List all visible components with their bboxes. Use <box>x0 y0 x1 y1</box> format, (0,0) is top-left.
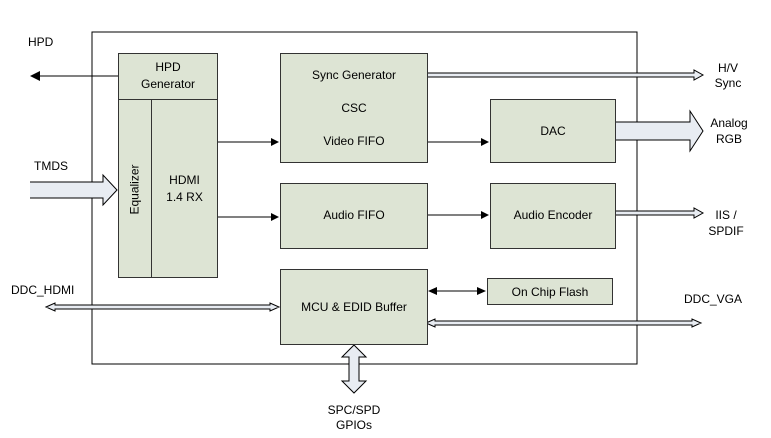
flash-label: On Chip Flash <box>511 285 589 299</box>
spc-spd-label-1: SPC/SPD <box>327 403 381 417</box>
hv-sync-label-2: Sync <box>714 76 742 90</box>
sync-generator-label: Sync Generator <box>311 68 397 82</box>
flash-block <box>487 278 613 305</box>
hpd-arrowhead <box>30 71 40 81</box>
mcu-flash-left-head <box>428 287 437 295</box>
equalizer-block <box>118 99 152 278</box>
video-path-block <box>280 53 428 163</box>
csc-label: CSC <box>341 101 367 115</box>
ddc-hdmi-signal-label: DDC_HDMI <box>11 283 75 297</box>
audio-encoder-block <box>490 183 616 249</box>
iis-spdif-label-2: SPDIF <box>708 224 744 238</box>
ddc-vga-bus <box>424 318 703 328</box>
iis-spdif-label-1: IIS / <box>715 208 737 222</box>
hv-sync-label-1: H/V <box>717 61 738 75</box>
dac-block <box>490 99 616 163</box>
equalizer-label: Equalizer <box>127 164 142 215</box>
spc-spd-label-2: GPIOs <box>335 418 372 432</box>
mcu-edid-label: MCU & EDID Buffer <box>301 300 407 314</box>
audio-fifo-label: Audio FIFO <box>323 208 385 222</box>
hdmi-rx-label-1: HDMI <box>169 173 200 187</box>
tmds-signal-label: TMDS <box>34 159 68 173</box>
hv-sync-arrow <box>428 69 705 81</box>
hdmi-rx-label-2: 1.4 RX <box>166 190 203 204</box>
ddc-vga-signal-label: DDC_VGA <box>684 292 743 306</box>
hpd-gen-label-2: Generator <box>140 77 196 91</box>
analog-rgb-label-2: RGB <box>715 132 742 146</box>
gpio-arrow <box>340 344 368 394</box>
analog-rgb-arrow <box>616 109 704 153</box>
hdmi-rx-block <box>151 99 218 278</box>
ddc-hdmi-bus <box>44 302 281 312</box>
audio-fifo-block <box>280 183 428 249</box>
video-fifo-label: Video FIFO <box>323 134 385 148</box>
audio-encoder-label: Audio Encoder <box>513 208 593 222</box>
hpd-signal-label: HPD <box>28 35 54 49</box>
mcu-flash-right-head <box>477 287 486 295</box>
dac-label: DAC <box>540 124 566 138</box>
analog-rgb-label-1: Analog <box>710 116 748 130</box>
iis-spdif-arrow <box>616 207 705 219</box>
hpd-gen-label-1: HPD <box>155 60 181 74</box>
mcu-edid-block <box>280 269 428 345</box>
tmds-arrow <box>30 173 118 207</box>
